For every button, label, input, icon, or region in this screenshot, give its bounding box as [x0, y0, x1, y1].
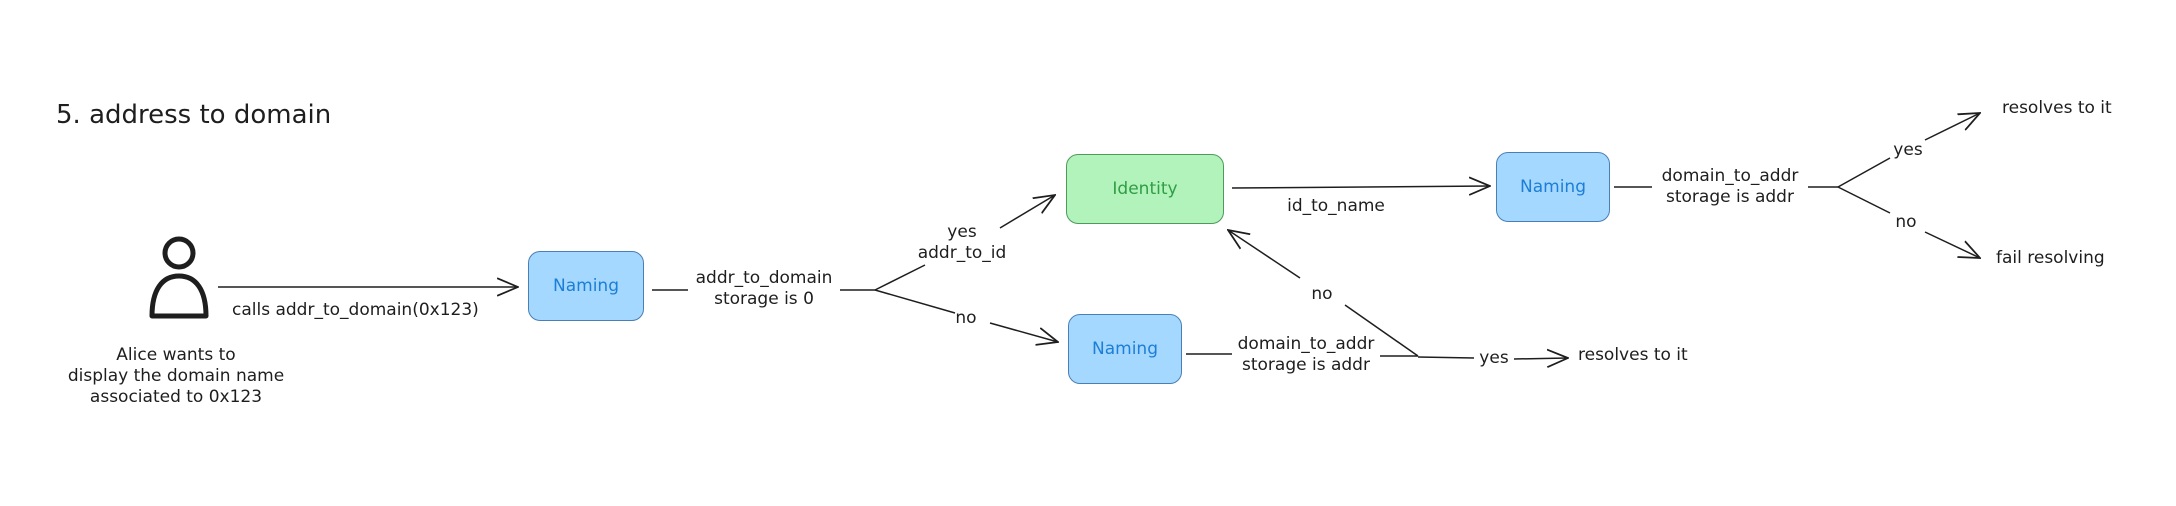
- actor-caption: Alice wants to display the domain name a…: [68, 345, 284, 408]
- label-resolves-bottom: resolves to it: [1578, 345, 1688, 365]
- arrow-id-to-name: [1231, 186, 1490, 188]
- arrow-yes-bottom-b: [1513, 358, 1568, 359]
- label-fail-resolving: fail resolving: [1996, 248, 2105, 268]
- arrow-yes-top-a: [1837, 157, 1891, 188]
- label-check-3: domain_to_addr storage is addr: [1238, 334, 1375, 376]
- label-yes-addr-to-id: yes addr_to_id: [918, 222, 1007, 264]
- naming-node-3[interactable]: Naming: [1068, 314, 1182, 384]
- actor-caption-line-1: Alice wants to: [116, 345, 236, 365]
- identity-node[interactable]: Identity: [1066, 154, 1224, 224]
- naming-node-1[interactable]: Naming: [528, 251, 644, 321]
- label-check-2: domain_to_addr storage is addr: [1662, 166, 1799, 208]
- arrow-no-back-a: [1344, 304, 1419, 357]
- label-calls: calls addr_to_domain(0x123): [232, 300, 479, 320]
- label-yes-2: yes: [1893, 140, 1923, 160]
- actor-caption-line-3: associated to 0x123: [89, 387, 263, 407]
- actor-caption-line-2: display the domain name: [67, 366, 285, 386]
- user-icon: [149, 236, 209, 319]
- label-check-2-line-2: storage is addr: [1666, 187, 1794, 207]
- arrow-no-naming3: [874, 289, 956, 314]
- label-addr-to-id: addr_to_id: [917, 243, 1007, 263]
- diagram-title: 5. address to domain: [56, 100, 332, 130]
- label-check-3-line-1: domain_to_addr: [1237, 334, 1375, 354]
- label-check-3-line-2: storage is addr: [1242, 355, 1370, 375]
- arrow-no-top-a: [1837, 186, 1891, 214]
- arrow-yes-identity: [874, 264, 926, 291]
- arrow-yes-top-b: [1924, 113, 1980, 141]
- label-no-1: no: [955, 308, 977, 328]
- label-id-to-name: id_to_name: [1287, 196, 1385, 216]
- label-check-2-line-1: domain_to_addr: [1661, 166, 1799, 186]
- label-no-3: no: [1311, 284, 1333, 304]
- arrow-no-naming3-end: [989, 322, 1058, 342]
- arrow-yes-identity-end: [999, 195, 1055, 229]
- arrow-no-back-b: [1228, 230, 1301, 279]
- label-check-1-line-2: storage is 0: [714, 289, 814, 309]
- line-yes-bottom-a: [1417, 356, 1475, 359]
- label-no-2: no: [1895, 212, 1917, 232]
- label-yes-3: yes: [1479, 348, 1509, 368]
- naming-node-2[interactable]: Naming: [1496, 152, 1610, 222]
- label-check-1-line-1: addr_to_domain: [695, 268, 833, 288]
- label-check-1: addr_to_domain storage is 0: [696, 268, 833, 310]
- arrow-no-top-b: [1924, 231, 1980, 258]
- label-resolves-top: resolves to it: [2002, 98, 2112, 118]
- label-yes-1: yes: [947, 222, 977, 242]
